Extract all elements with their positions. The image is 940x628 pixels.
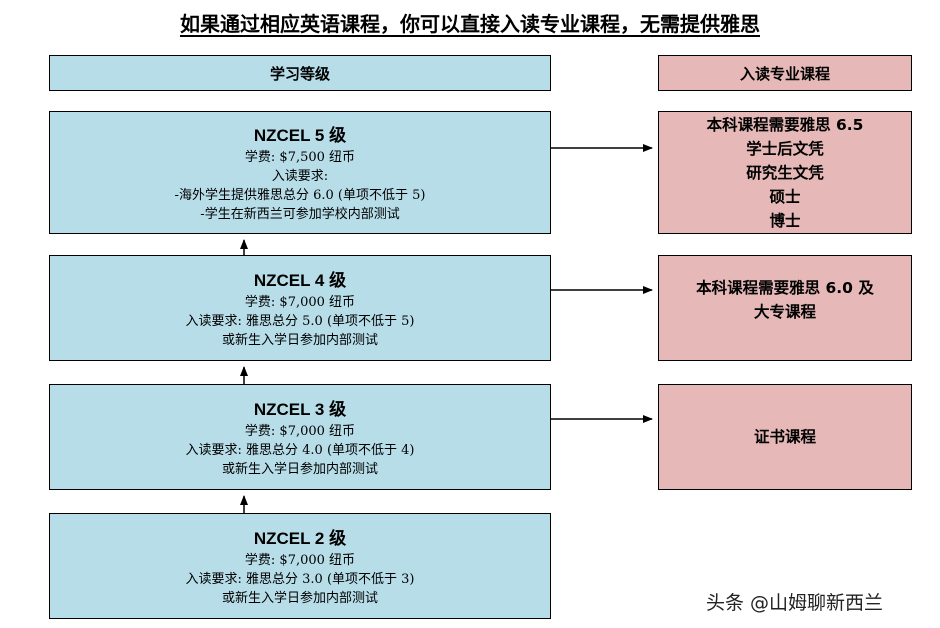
level-fee: 学费: $7,000 纽币 bbox=[244, 553, 356, 568]
destination-line: 本科课程需要雅思 6.0 及 bbox=[696, 279, 874, 297]
destination-line: 研究生文凭 bbox=[746, 163, 824, 182]
level-requirement: -学生在新西兰可参加学校内部测试 bbox=[200, 207, 400, 222]
level-requirement: 或新生入学日参加内部测试 bbox=[221, 591, 378, 606]
header-study-level: 学习等级 bbox=[49, 55, 551, 91]
level-title: NZCEL 3 级 bbox=[253, 400, 347, 419]
destination-line: 证书课程 bbox=[753, 428, 816, 446]
header-enter-program-label: 入读专业课程 bbox=[739, 64, 830, 83]
level-box-3: NZCEL 3 级 学费: $7,000 纽币 入读要求: 雅思总分 4.0 (… bbox=[49, 384, 551, 490]
level-fee: 学费: $7,000 纽币 bbox=[244, 424, 356, 439]
destination-line: 学士后文凭 bbox=[746, 139, 824, 158]
destination-line: 硕士 bbox=[769, 187, 801, 206]
destination-line: 博士 bbox=[769, 211, 801, 230]
level-fee: 学费: $7,500 纽币 bbox=[244, 150, 356, 165]
destination-line: 本科课程需要雅思 6.5 bbox=[706, 115, 864, 134]
destination-line: 大专课程 bbox=[753, 303, 816, 321]
destination-box-1: 本科课程需要雅思 6.5 学士后文凭 研究生文凭 硕士 博士 bbox=[658, 111, 912, 234]
destination-box-2: 本科课程需要雅思 6.0 及 大专课程 bbox=[658, 255, 912, 361]
level-requirement: 或新生入学日参加内部测试 bbox=[221, 333, 378, 348]
header-enter-program: 入读专业课程 bbox=[658, 55, 912, 91]
level-requirement: 或新生入学日参加内部测试 bbox=[221, 462, 378, 477]
level-box-5: NZCEL 5 级 学费: $7,500 纽币 入读要求: -海外学生提供雅思总… bbox=[49, 111, 551, 234]
level-fee: 学费: $7,000 纽币 bbox=[244, 295, 356, 310]
header-study-level-label: 学习等级 bbox=[269, 64, 330, 83]
level-box-4: NZCEL 4 级 学费: $7,000 纽币 入读要求: 雅思总分 5.0 (… bbox=[49, 255, 551, 361]
level-title: NZCEL 2 级 bbox=[253, 529, 347, 548]
level-requirement: -海外学生提供雅思总分 6.0 (单项不低于 5) bbox=[174, 188, 426, 203]
destination-box-3: 证书课程 bbox=[658, 384, 912, 490]
level-requirement-label: 入读要求: 雅思总分 3.0 (单项不低于 3) bbox=[185, 572, 415, 587]
page-title: 如果通过相应英语课程，你可以直接入读专业课程，无需提供雅思 bbox=[180, 12, 760, 36]
level-requirement-label: 入读要求: bbox=[271, 169, 329, 184]
level-requirement-label: 入读要求: 雅思总分 5.0 (单项不低于 5) bbox=[185, 314, 415, 329]
watermark: 头条 @山姆聊新西兰 bbox=[706, 592, 884, 614]
level-requirement-label: 入读要求: 雅思总分 4.0 (单项不低于 4) bbox=[185, 443, 415, 458]
level-title: NZCEL 4 级 bbox=[253, 271, 347, 290]
level-title: NZCEL 5 级 bbox=[253, 126, 347, 145]
level-box-2: NZCEL 2 级 学费: $7,000 纽币 入读要求: 雅思总分 3.0 (… bbox=[49, 513, 551, 619]
